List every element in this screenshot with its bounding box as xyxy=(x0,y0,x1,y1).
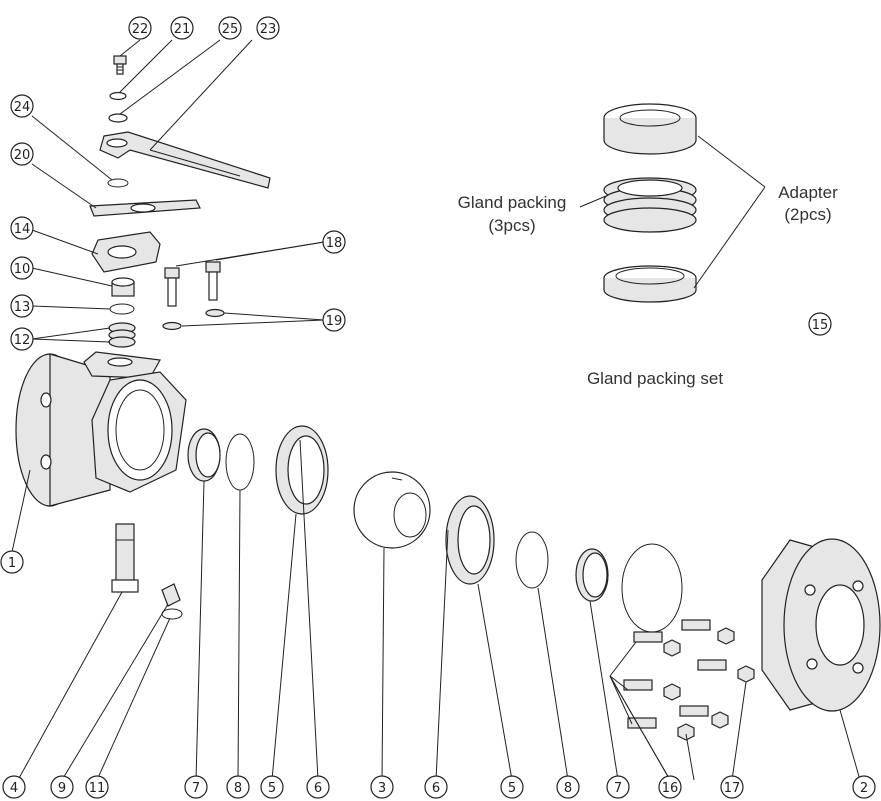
svg-text:8: 8 xyxy=(564,781,572,796)
adapter-label: Adapter xyxy=(778,183,838,202)
packing-rings-part-12 xyxy=(108,322,136,348)
stop-plate-part-20 xyxy=(89,199,201,217)
svg-text:8: 8 xyxy=(234,781,242,796)
seat-part-5b xyxy=(445,495,495,585)
callout-23: 23 xyxy=(256,16,280,40)
bolts-part-18 xyxy=(164,261,221,307)
washer-part-21 xyxy=(109,91,127,101)
svg-text:15: 15 xyxy=(812,318,829,333)
callout-2: 2 xyxy=(852,775,876,799)
ball-part-3 xyxy=(353,471,431,549)
adapter-ring-top xyxy=(603,103,697,155)
callout-9: 9 xyxy=(50,775,74,799)
end-body-part-2 xyxy=(761,538,881,712)
callout-7a: 7 xyxy=(184,775,208,799)
callout-7b: 7 xyxy=(606,775,630,799)
gland-flange-part-14 xyxy=(91,231,161,273)
svg-text:21: 21 xyxy=(174,22,191,37)
svg-text:18: 18 xyxy=(326,236,343,251)
callout-19: 19 xyxy=(322,308,346,332)
lever-handle-part-23 xyxy=(99,131,271,189)
studs-part-16 xyxy=(623,619,727,729)
svg-text:23: 23 xyxy=(260,22,277,37)
callout-12: 12 xyxy=(10,327,34,351)
callout-17: 17 xyxy=(720,775,744,799)
svg-text:10: 10 xyxy=(14,262,31,277)
svg-text:6: 6 xyxy=(314,781,322,796)
washer-part-25 xyxy=(108,113,128,123)
callout-16: 16 xyxy=(658,775,682,799)
callout-20: 20 xyxy=(10,142,34,166)
svg-text:13: 13 xyxy=(14,300,31,315)
adapter-ring-bottom xyxy=(603,265,697,303)
callout-24: 24 xyxy=(10,94,34,118)
svg-text:11: 11 xyxy=(89,781,106,796)
svg-text:22: 22 xyxy=(132,22,149,37)
screw-part-22 xyxy=(113,55,127,75)
svg-text:14: 14 xyxy=(14,222,31,237)
svg-text:5: 5 xyxy=(268,781,276,796)
gland-packing-count: (3pcs) xyxy=(488,216,535,235)
svg-text:17: 17 xyxy=(724,781,741,796)
svg-text:1: 1 xyxy=(8,556,16,571)
gland-packing-label: Gland packing xyxy=(458,193,567,212)
o-ring-part-11 xyxy=(161,608,183,620)
callout-22: 22 xyxy=(128,16,152,40)
svg-text:3: 3 xyxy=(378,781,386,796)
svg-text:25: 25 xyxy=(222,22,239,37)
callout-8b: 8 xyxy=(556,775,580,799)
o-ring-part-8b xyxy=(515,531,549,589)
svg-text:4: 4 xyxy=(10,781,18,796)
svg-text:9: 9 xyxy=(58,781,66,796)
callout-8a: 8 xyxy=(226,775,250,799)
callout-13: 13 xyxy=(10,294,34,318)
svg-text:7: 7 xyxy=(614,781,622,796)
valve-body-part-1 xyxy=(15,351,187,507)
seat-support-part-7a xyxy=(187,428,221,482)
callout-4: 4 xyxy=(2,775,26,799)
callout-21: 21 xyxy=(170,16,194,40)
svg-text:20: 20 xyxy=(14,148,31,163)
leader-lines xyxy=(11,39,861,781)
stem-bearing-part-9 xyxy=(161,583,181,607)
callout-5b: 5 xyxy=(500,775,524,799)
o-ring-part-24 xyxy=(107,178,129,188)
callout-25: 25 xyxy=(218,16,242,40)
callout-18: 18 xyxy=(322,230,346,254)
callout-15: 15 xyxy=(808,312,832,336)
svg-text:6: 6 xyxy=(432,781,440,796)
gland-packing-rings xyxy=(603,177,697,233)
nuts-part-17 xyxy=(663,627,755,741)
callout-14: 14 xyxy=(10,216,34,240)
svg-text:12: 12 xyxy=(14,333,31,348)
o-ring-part-13 xyxy=(109,303,135,315)
callout-3: 3 xyxy=(370,775,394,799)
callout-5a: 5 xyxy=(260,775,284,799)
gland-packing-set-label: Gland packing set xyxy=(587,369,723,388)
gasket-ring xyxy=(621,543,683,633)
adapter-count: (2pcs) xyxy=(784,205,831,224)
washer-part-19a xyxy=(162,321,182,331)
callout-11: 11 xyxy=(85,775,109,799)
svg-text:19: 19 xyxy=(326,314,343,329)
o-ring-part-8a xyxy=(225,433,255,491)
bush-part-10 xyxy=(111,277,135,297)
callout-6a: 6 xyxy=(306,775,330,799)
callout-1: 1 xyxy=(0,550,24,574)
washer-part-19b xyxy=(205,308,225,318)
svg-text:24: 24 xyxy=(14,100,31,115)
seat-support-part-7b xyxy=(575,548,609,602)
svg-text:2: 2 xyxy=(860,781,868,796)
callout-10: 10 xyxy=(10,256,34,280)
svg-text:7: 7 xyxy=(192,781,200,796)
svg-text:16: 16 xyxy=(662,781,679,796)
callout-6b: 6 xyxy=(424,775,448,799)
svg-text:5: 5 xyxy=(508,781,516,796)
stem-part-4 xyxy=(111,523,139,593)
